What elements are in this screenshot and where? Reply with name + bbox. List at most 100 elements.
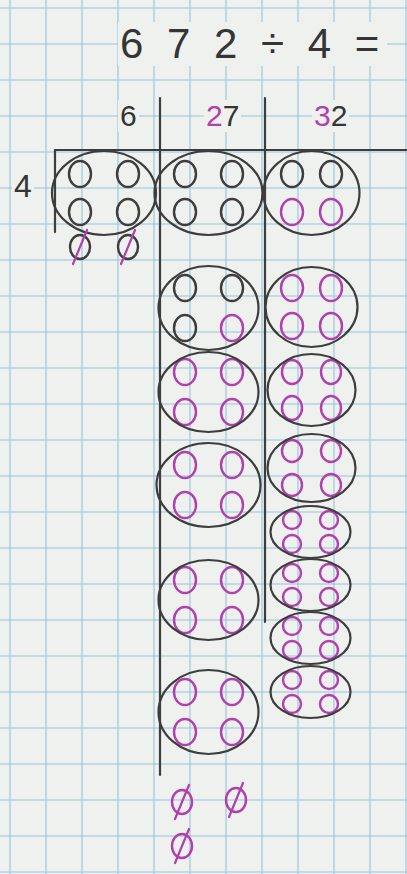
counter <box>281 161 303 187</box>
group-ring <box>159 560 259 640</box>
grid-line <box>0 475 407 476</box>
counter <box>320 313 342 339</box>
group-ring <box>268 434 356 502</box>
cross-out <box>175 829 189 863</box>
counter <box>283 617 301 635</box>
counter <box>69 161 91 187</box>
hundreds-digit: 6 <box>118 100 139 132</box>
counter <box>221 359 243 385</box>
counter <box>174 607 196 633</box>
counter <box>117 199 139 225</box>
divisor: 4 <box>12 170 34 204</box>
counter <box>321 396 341 420</box>
counter <box>174 359 196 385</box>
grid-line <box>0 655 407 656</box>
group-ring <box>159 352 259 432</box>
group-ring <box>271 612 351 664</box>
grid-line <box>153 0 154 874</box>
counter <box>320 617 338 635</box>
counter <box>320 564 338 582</box>
group-ring <box>159 266 259 350</box>
counter <box>221 199 243 225</box>
counter <box>221 679 243 705</box>
counter <box>283 511 301 529</box>
group-ring <box>159 670 259 754</box>
chart-line <box>159 98 161 775</box>
division-sum: 6 7 2 ÷ 4 = <box>118 22 387 66</box>
counter <box>320 199 342 225</box>
counter <box>281 313 303 339</box>
grid-line <box>0 799 407 800</box>
ones-count: 32 <box>312 100 349 132</box>
group-ring <box>155 151 263 235</box>
grid-line <box>9 0 10 874</box>
counter <box>174 275 196 301</box>
grid-line <box>0 259 407 260</box>
cross-out <box>73 230 87 264</box>
counter <box>281 199 303 225</box>
group-ring <box>157 443 261 527</box>
counter <box>174 161 196 187</box>
grid-line <box>0 727 407 728</box>
counter <box>221 275 243 301</box>
group-ring <box>271 559 351 611</box>
grid-line <box>45 0 46 874</box>
counter <box>174 452 196 478</box>
grid-line <box>0 835 407 836</box>
grid-line <box>261 0 262 874</box>
counter <box>174 567 196 593</box>
counter <box>283 588 301 606</box>
grid-line <box>297 0 298 874</box>
counter <box>174 315 196 341</box>
counter <box>174 492 196 518</box>
grid-line <box>0 871 407 872</box>
counter <box>321 474 341 496</box>
grid-line <box>369 0 370 874</box>
chart-line <box>54 150 56 232</box>
counter <box>174 719 196 745</box>
chart-line <box>264 98 266 622</box>
crossed-counters <box>70 230 246 863</box>
counter <box>221 399 243 425</box>
counter <box>320 275 342 301</box>
counter <box>221 452 243 478</box>
counter <box>320 535 338 553</box>
counter <box>283 564 301 582</box>
cross-out <box>121 230 135 264</box>
counter <box>282 440 302 462</box>
grid-line <box>405 0 406 874</box>
tens-count: 27 <box>204 100 241 132</box>
grid-line <box>0 7 407 8</box>
counter <box>321 360 341 384</box>
group-ring <box>52 151 156 235</box>
group-ring <box>271 666 351 718</box>
counter <box>174 399 196 425</box>
grid-line <box>0 583 407 584</box>
counter <box>283 695 301 713</box>
counter <box>221 719 243 745</box>
counter <box>221 567 243 593</box>
grid-line <box>0 439 407 440</box>
grid-line <box>0 763 407 764</box>
counter <box>320 641 338 659</box>
group-ring <box>264 151 360 235</box>
counter <box>221 315 243 341</box>
place-value-chart <box>55 98 407 775</box>
counter <box>221 161 243 187</box>
counter <box>281 275 303 301</box>
counter <box>282 396 302 420</box>
grid-line <box>0 619 407 620</box>
grid-line <box>0 187 407 188</box>
counter <box>282 474 302 496</box>
group-ring <box>268 354 356 426</box>
grid-line <box>0 547 407 548</box>
counter <box>321 440 341 462</box>
counter <box>69 199 91 225</box>
counter <box>283 535 301 553</box>
grid-line <box>0 295 407 296</box>
counter <box>221 607 243 633</box>
counter <box>221 492 243 518</box>
counter <box>320 511 338 529</box>
grid-line <box>0 511 407 512</box>
